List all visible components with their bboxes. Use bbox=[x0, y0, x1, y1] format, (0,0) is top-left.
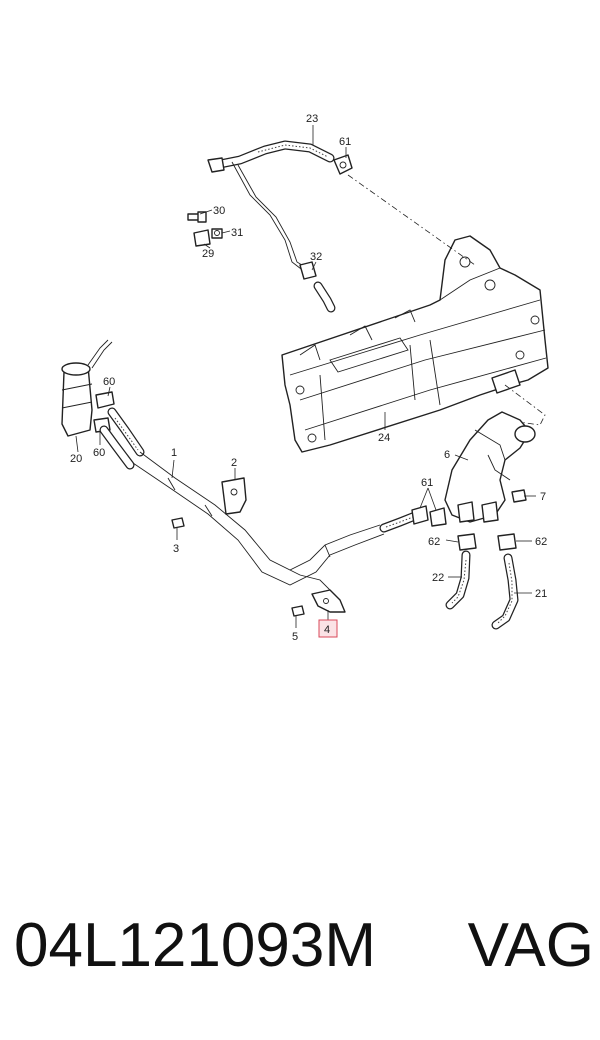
hose-22 bbox=[445, 550, 471, 610]
bolt-group-29-31 bbox=[187, 211, 223, 247]
callout-31: 31 bbox=[231, 227, 243, 239]
callout-3: 3 bbox=[173, 543, 179, 555]
callout-4-highlight bbox=[318, 619, 338, 638]
bolt-7 bbox=[511, 489, 527, 503]
callout-4: 4 bbox=[324, 624, 330, 636]
callout-1: 1 bbox=[171, 447, 177, 459]
footer-part-number-row: 04L121093M VAG bbox=[14, 915, 594, 977]
callout-30: 30 bbox=[213, 205, 225, 217]
callout-24: 24 bbox=[378, 432, 390, 444]
callout-62-left: 62 bbox=[428, 536, 440, 548]
callout-61-middle: 61 bbox=[421, 477, 433, 489]
callout-60-bottom: 60 bbox=[93, 447, 105, 459]
coolant-line-1 bbox=[99, 407, 420, 600]
hose-21 bbox=[491, 553, 519, 630]
callout-22: 22 bbox=[432, 572, 444, 584]
clamps-62 bbox=[457, 533, 517, 551]
callout-20: 20 bbox=[70, 453, 82, 465]
callout-21: 21 bbox=[535, 588, 547, 600]
callout-6: 6 bbox=[444, 449, 450, 461]
bracket-4 bbox=[311, 589, 346, 613]
coolant-pipe-23 bbox=[207, 140, 336, 313]
clamps-61-middle bbox=[411, 505, 447, 527]
callout-5: 5 bbox=[292, 631, 298, 643]
egr-cooler-part bbox=[281, 235, 549, 453]
callout-23: 23 bbox=[306, 113, 318, 125]
coolant-flange-6 bbox=[444, 411, 536, 523]
callout-62-right: 62 bbox=[535, 536, 547, 548]
callout-32: 32 bbox=[310, 251, 322, 263]
parts-diagram: 23 61 30 31 29 32 24 60 20 60 1 2 3 6 61… bbox=[61, 113, 549, 643]
callout-2: 2 bbox=[231, 457, 237, 469]
clamp-61-top bbox=[333, 154, 353, 175]
leader-lines bbox=[75, 125, 536, 628]
bolt-5 bbox=[291, 605, 305, 617]
brand-text: VAG bbox=[467, 911, 594, 980]
part-number-text: 04L121093M bbox=[14, 911, 376, 980]
callout-7: 7 bbox=[540, 491, 546, 503]
callout-labels: 23 61 30 31 29 32 24 60 20 60 1 2 3 6 61… bbox=[70, 113, 547, 643]
coolant-reservoir-20 bbox=[61, 339, 115, 437]
callout-29: 29 bbox=[202, 248, 214, 260]
bolt-3 bbox=[171, 517, 185, 529]
callout-61-top: 61 bbox=[339, 136, 351, 148]
bracket-2 bbox=[221, 477, 247, 515]
callout-60-top: 60 bbox=[103, 376, 115, 388]
